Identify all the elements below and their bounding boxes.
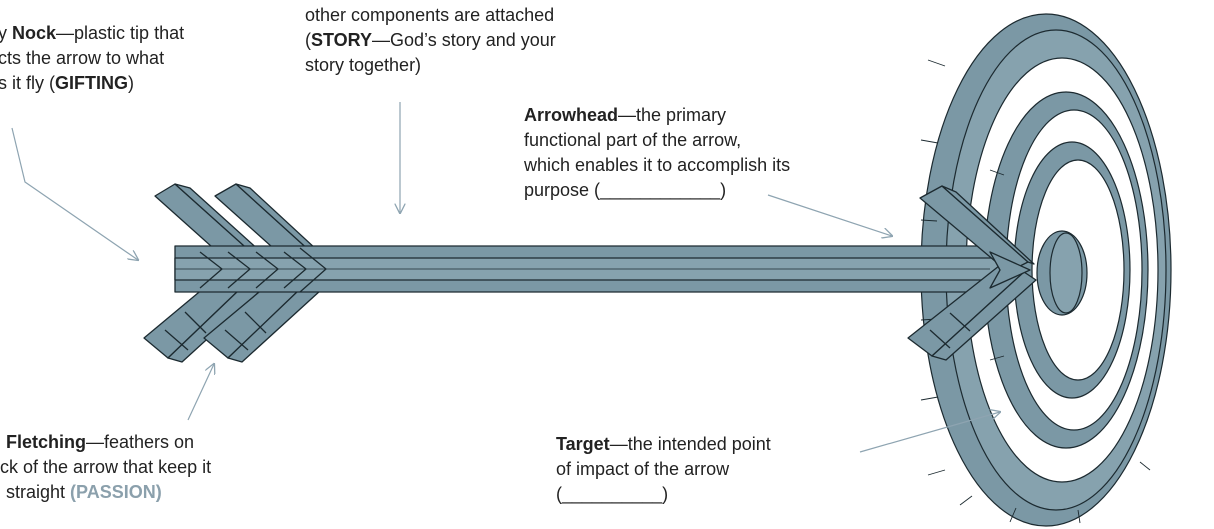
target <box>920 13 1172 527</box>
target-bullseye <box>1036 230 1088 316</box>
arrowhead-term: Arrowhead <box>524 105 619 125</box>
arrow-shaft <box>174 245 1001 293</box>
arrow <box>143 183 1037 363</box>
target-term: Target <box>556 434 610 454</box>
shaft-label: other components are attached (STORY—God… <box>305 5 556 75</box>
target-pointer <box>859 412 1000 453</box>
gifting-key: GIFTING <box>55 73 128 93</box>
nock-label: y Nock—plastic tip that cts the arrow to… <box>0 23 185 93</box>
target-label: Target—the intended point of impact of t… <box>556 434 771 504</box>
fletching-pointer <box>187 364 214 421</box>
fletching-term: Fletching <box>6 432 86 452</box>
nock-chevrons <box>199 247 327 293</box>
fletching-label: Fletching—feathers on ck of the arrow th… <box>0 432 212 502</box>
nock-pointer <box>11 127 138 260</box>
story-key: STORY <box>311 30 373 50</box>
nock-term: Nock <box>12 23 57 43</box>
passion-key: (PASSION) <box>70 482 162 502</box>
arrowhead-pointer <box>767 194 892 236</box>
arrowhead <box>907 185 1037 361</box>
arrowhead-label: Arrowhead—the primary functional part of… <box>524 105 791 200</box>
pointer-lines <box>11 102 1000 453</box>
